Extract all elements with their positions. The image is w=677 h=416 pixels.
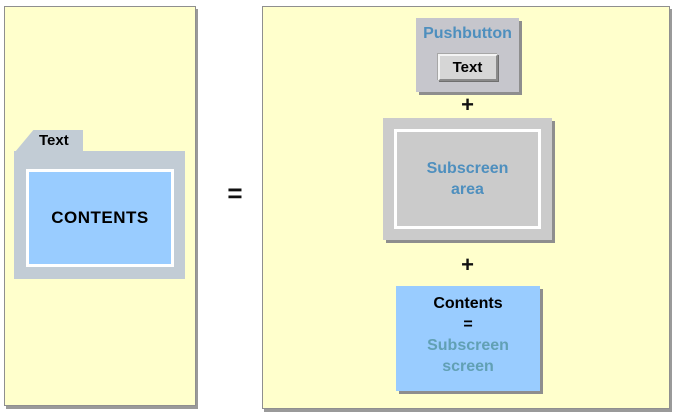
subscreen-screen-block: Contents = Subscreen screen <box>396 286 540 391</box>
pushbutton-example-button: Text <box>437 54 498 81</box>
subscreen-screen-label-line2: screen <box>442 358 494 375</box>
contents-line: Contents <box>433 295 503 312</box>
pushbutton-block-title: Pushbutton <box>423 25 512 42</box>
subscreen-area-label-line2: area <box>451 181 484 198</box>
contents-label: CONTENTS <box>51 208 149 227</box>
composition-panel: Pushbutton Text + Subscreen area + Conte… <box>262 6 670 409</box>
equals-sign: = <box>227 178 243 208</box>
plus-sign-2: + <box>461 252 474 277</box>
equals-line: = <box>463 316 473 333</box>
tab-cap: Text <box>15 130 83 152</box>
subscreen-area-frame: Subscreen area <box>394 129 541 229</box>
subscreen-area-label-line1: Subscreen <box>426 160 509 177</box>
plus-sign-1: + <box>461 92 474 117</box>
subscreen-screen-label-line1: Subscreen <box>427 337 509 354</box>
tab-page-panel: Text CONTENTS <box>4 6 196 406</box>
tab-title-label: Text <box>39 132 69 149</box>
tab-page-body: CONTENTS <box>14 151 185 279</box>
subscreen-area-block: Subscreen area <box>383 118 552 240</box>
tab-contents-area: CONTENTS <box>26 169 174 267</box>
pushbutton-block: Pushbutton Text <box>416 18 519 92</box>
